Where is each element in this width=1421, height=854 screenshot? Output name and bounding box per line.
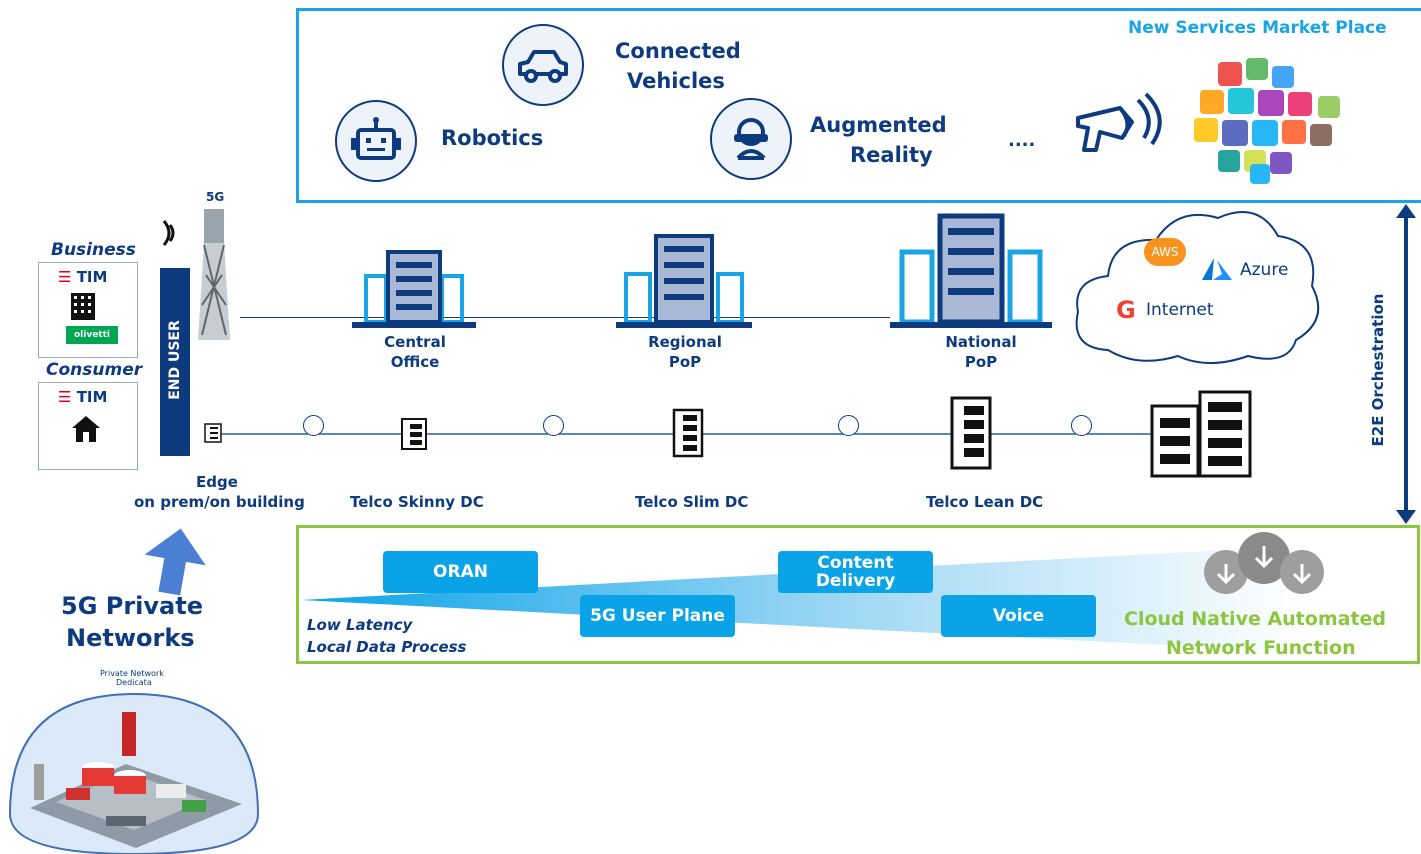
skinny-dc-server-icon <box>401 418 427 450</box>
connected-vehicles-label-1: Connected <box>615 39 741 63</box>
marketplace-title: New Services Market Place <box>1128 18 1387 38</box>
google-icon: G <box>1116 296 1136 324</box>
car-icon <box>502 24 584 106</box>
link-node <box>543 415 564 436</box>
link-node <box>838 415 859 436</box>
ar-headset-icon <box>710 98 792 180</box>
private-networks-label-1: 5G Private <box>61 592 203 620</box>
connected-vehicles-label-2: Vehicles <box>627 69 725 93</box>
end-user-bar <box>160 268 190 456</box>
business-label: Business <box>51 240 136 260</box>
services-panel <box>296 8 1421 203</box>
cloud-download-icon <box>1204 532 1324 594</box>
up-arrow-icon <box>144 528 206 596</box>
tim-logo-consumer: ☰ TIM <box>58 388 108 406</box>
orchestration-label: E2E Orchestration <box>1369 293 1387 447</box>
slim-dc-server-icon <box>672 408 704 458</box>
low-latency-label: Low Latency <box>307 616 413 634</box>
internet-label: Internet <box>1146 300 1214 320</box>
user-plane-pill: 5G User Plane <box>580 595 735 637</box>
house-icon <box>72 416 100 442</box>
lean-dc-server-icon <box>950 396 992 470</box>
azure-label: Azure <box>1240 260 1289 280</box>
lean-dc-label: Telco Lean DC <box>926 493 1044 511</box>
cloud-dc-server-icon <box>1150 390 1252 478</box>
aws-badge: AWS <box>1144 238 1186 266</box>
cloud-native-label-1: Cloud Native Automated <box>1124 608 1387 630</box>
azure-icon <box>1202 258 1232 280</box>
national-pop-building-icon <box>890 213 1052 328</box>
cloud-native-label-2: Network Function <box>1166 637 1356 659</box>
oran-pill: ORAN <box>383 551 538 593</box>
private-network-caption-1: Private Network <box>100 669 164 678</box>
network-functions-panel <box>296 525 1420 664</box>
tim-mark-icon: ☰ <box>58 268 72 286</box>
edge-label-1: Edge <box>196 473 238 491</box>
network-line-top <box>240 317 890 318</box>
edge-server-icon <box>204 423 222 443</box>
content-delivery-pill: Content Delivery <box>778 551 933 593</box>
orchestration-double-arrow <box>1396 204 1416 524</box>
augmented-reality-label-2: Reality <box>850 143 933 167</box>
more-services-ellipsis: .... <box>1008 130 1036 151</box>
private-factory-dome-illustration <box>8 692 260 854</box>
private-networks-label-2: Networks <box>66 624 195 652</box>
local-data-label: Local Data Process <box>307 638 467 656</box>
tim-mark-icon: ☰ <box>58 388 72 406</box>
regional-pop-building-icon <box>616 234 752 328</box>
link-node <box>303 415 324 436</box>
voice-pill: Voice <box>941 595 1096 637</box>
antenna-5g-label: 5G <box>206 190 225 204</box>
central-office-building-icon <box>352 250 476 328</box>
robotics-label: Robotics <box>441 126 544 150</box>
central-office-label: Central Office <box>384 333 446 371</box>
skinny-dc-label: Telco Skinny DC <box>350 493 484 511</box>
regional-pop-label: Regional PoP <box>648 333 722 371</box>
edge-label-2: on prem/on building <box>134 493 305 511</box>
link-node <box>1071 415 1092 436</box>
app-store-icon <box>1194 58 1340 184</box>
tim-logo-business: ☰ TIM <box>58 268 108 286</box>
robot-icon <box>335 100 417 182</box>
augmented-reality-label-1: Augmented <box>810 113 947 137</box>
private-network-caption-2: Dedicata <box>116 678 152 687</box>
slim-dc-label: Telco Slim DC <box>635 493 749 511</box>
cloud-icon <box>1075 211 1320 364</box>
office-building-icon <box>71 293 95 320</box>
consumer-label: Consumer <box>46 360 143 380</box>
consumer-box <box>38 382 138 470</box>
olivetti-logo: olivetti <box>66 326 118 344</box>
national-pop-label: National PoP <box>945 333 1017 371</box>
antenna-tower-icon <box>162 209 230 340</box>
business-box <box>38 262 138 358</box>
megaphone-icon <box>1076 92 1162 152</box>
